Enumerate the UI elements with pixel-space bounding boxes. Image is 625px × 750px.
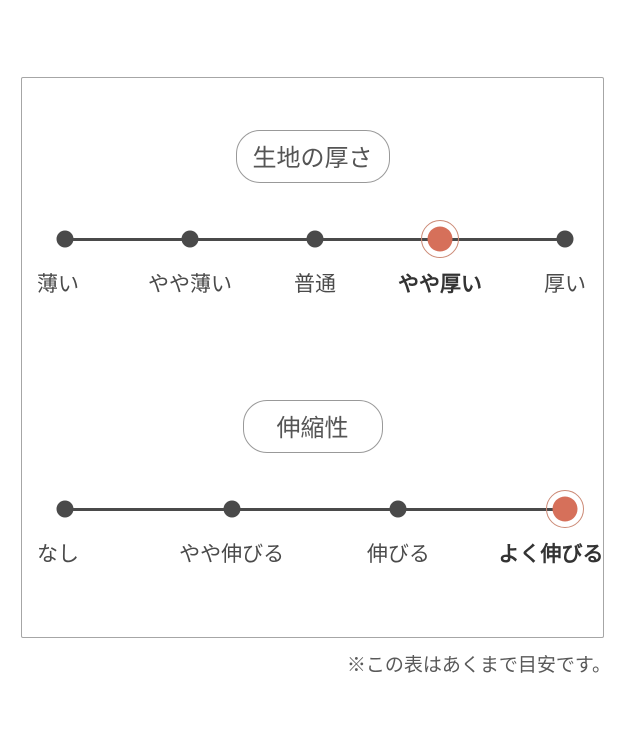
scale-dot: [223, 500, 241, 518]
scale-dot: [56, 500, 74, 518]
scale-dot: [556, 230, 574, 248]
point-label: やや伸びる: [179, 543, 285, 566]
scale-dot: [389, 500, 407, 518]
point-label: 普通: [294, 273, 336, 296]
point-label: やや厚い: [398, 273, 482, 296]
scale-dot: [181, 230, 199, 248]
point-label: 厚い: [544, 273, 586, 296]
thickness-title-pill: 生地の厚さ: [235, 130, 390, 183]
scale-dot: [56, 230, 74, 248]
stretch-scale-line: [65, 507, 565, 511]
stretch-title-pill: 伸縮性: [242, 400, 383, 453]
point-label: やや薄い: [148, 273, 232, 296]
point-label: 薄い: [37, 273, 79, 296]
thickness-title: 生地の厚さ: [252, 145, 373, 172]
point-label: 伸びる: [366, 543, 430, 566]
selected-dot: [427, 226, 453, 252]
stretch-title: 伸縮性: [276, 415, 349, 442]
selected-ring: [421, 220, 459, 258]
point-label: なし: [37, 543, 79, 566]
selected-dot: [552, 496, 578, 522]
disclaimer-note: ※この表はあくまで目安です。: [346, 655, 611, 676]
spec-chart-panel: 生地の厚さ 薄い やや薄い 普通 やや厚い 厚い 伸縮性 なし やや伸びる 伸びる よく伸びる: [21, 77, 604, 638]
selected-ring: [546, 490, 584, 528]
point-label: よく伸びる: [498, 543, 604, 566]
scale-dot: [306, 230, 324, 248]
